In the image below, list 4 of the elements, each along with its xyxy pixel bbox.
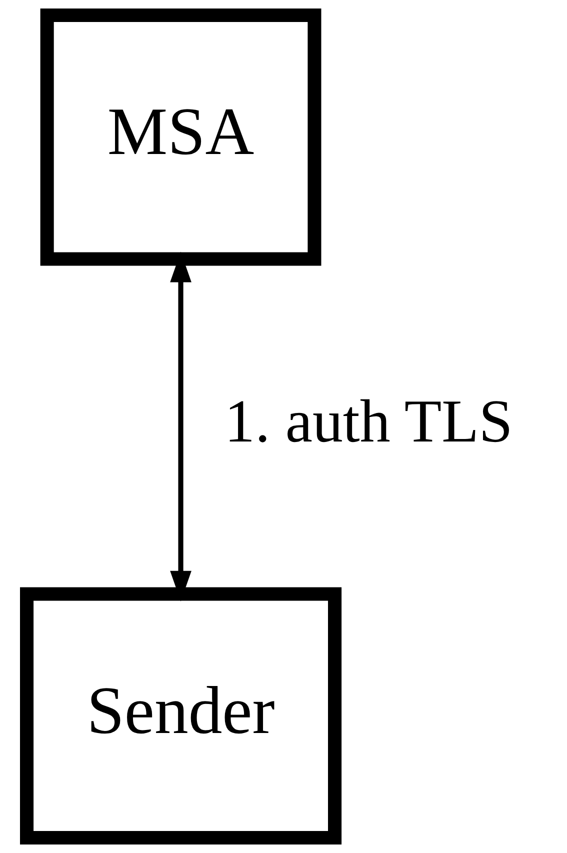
node-box: MSA (40, 8, 321, 266)
node-box: Sender (20, 587, 342, 844)
arrow (170, 252, 191, 602)
edge-label: 1. auth TLS (224, 388, 512, 456)
